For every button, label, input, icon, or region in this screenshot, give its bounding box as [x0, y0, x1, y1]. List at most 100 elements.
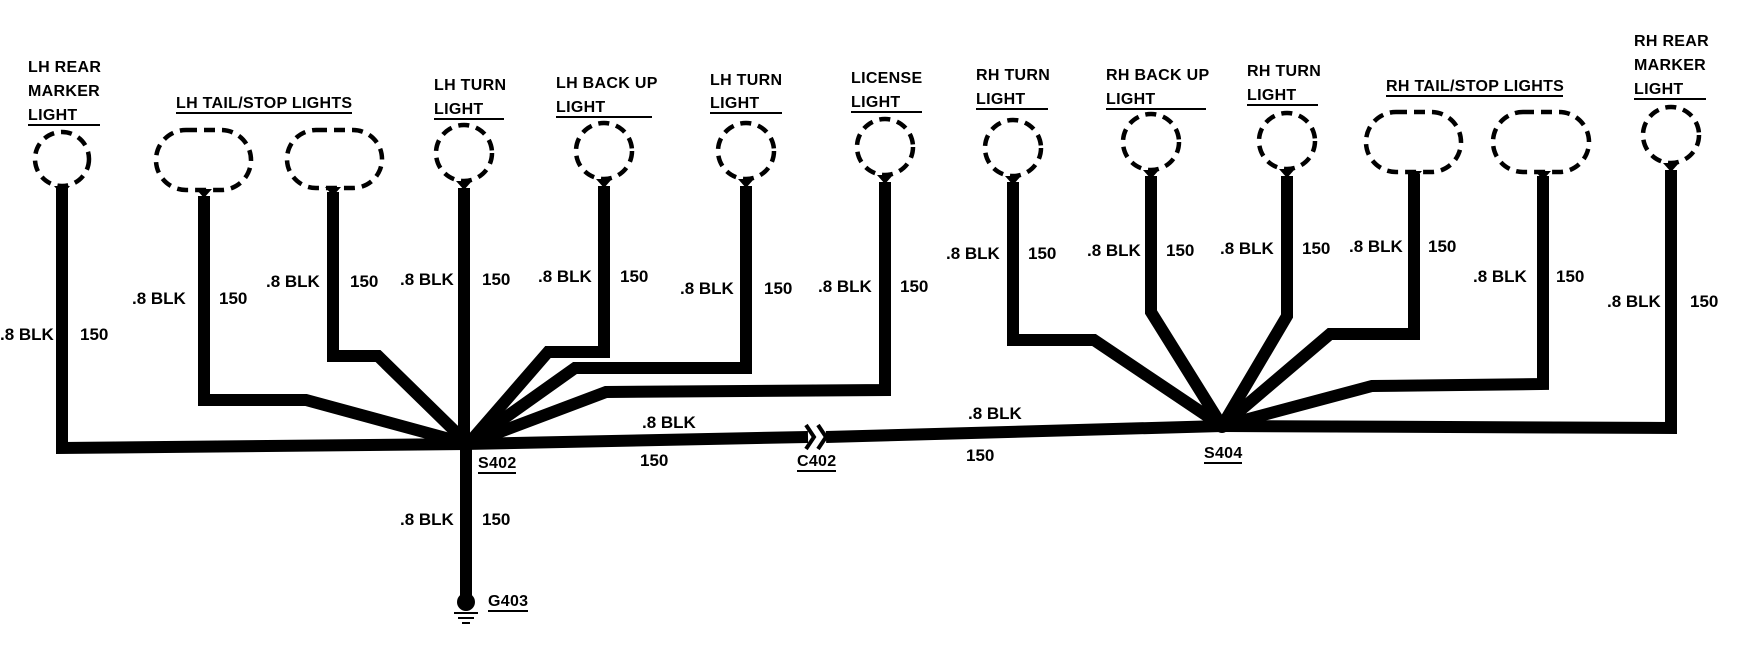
wire-license: [465, 182, 891, 450]
title-lh-turn-2-line1: LH TURN: [710, 72, 782, 89]
wire-lh-backup: [463, 186, 610, 448]
title-lh-turn-2-line2: LIGHT: [710, 95, 760, 112]
gauge-trunk-left: .8 BLK: [642, 413, 697, 432]
lamp-titles: LH REAR MARKER LIGHT LH TAIL/STOP LIGHTS…: [28, 33, 1709, 126]
lamp-rh-tail-stop-2: [1490, 109, 1592, 175]
wire-rh-backup: [1145, 176, 1228, 430]
label-s404: S404: [1204, 445, 1243, 462]
lamp-lh-turn-1: [433, 122, 495, 184]
lamp-terminals: [54, 163, 1679, 198]
label-s402: S402: [478, 455, 517, 472]
wire-lh-rear-marker: [56, 188, 469, 455]
gauge-lh-tail-stop-1: .8 BLK: [132, 289, 187, 308]
gauge-rh-backup: .8 BLK: [1087, 241, 1142, 260]
wire-lh-tail-stop-2: [327, 192, 473, 449]
gauge-lh-turn-1: .8 BLK: [400, 270, 455, 289]
circuit-rh-backup: 150: [1166, 241, 1194, 260]
component-labels: S402 C402 S404 G403: [478, 445, 1243, 612]
gauge-rh-rear-marker: .8 BLK: [1607, 292, 1662, 311]
title-rh-turn-1-line2: LIGHT: [976, 91, 1026, 108]
gauge-lh-backup: .8 BLK: [538, 267, 593, 286]
title-rh-turn-2-line2: LIGHT: [1247, 87, 1297, 104]
right-harness: [1007, 170, 1677, 435]
circuit-lh-backup: 150: [620, 267, 648, 286]
title-license-line2: LIGHT: [851, 94, 901, 111]
circuit-rh-tail-stop-2: 150: [1556, 267, 1584, 286]
splice-s404-dot: [1215, 419, 1229, 433]
circuit-lh-turn-2: 150: [764, 279, 792, 298]
circuit-trunk-left: 150: [640, 451, 668, 470]
title-rh-backup-line1: RH BACK UP: [1106, 67, 1209, 84]
title-license-line1: LICENSE: [851, 70, 922, 87]
trunk-harness: [460, 420, 1223, 600]
terminal-rh-tail-stop-1: [1406, 171, 1422, 180]
lamp-rh-turn-2: [1256, 110, 1318, 172]
wire-labels: .8 BLK 150 .8 BLK 150 .8 BLK 150 .8 BLK …: [0, 237, 1718, 529]
terminal-rh-turn-1: [1005, 176, 1021, 185]
splice-s402-dot: [459, 437, 473, 451]
gauge-lh-turn-2: .8 BLK: [680, 279, 735, 298]
circuit-rh-turn-2: 150: [1302, 239, 1330, 258]
connector-c402-symbol: [804, 423, 829, 451]
label-c402: C402: [797, 453, 836, 470]
title-lh-turn-1-line2: LIGHT: [434, 101, 484, 118]
gauge-rh-tail-stop-1: .8 BLK: [1349, 237, 1404, 256]
title-lh-backup-line1: LH BACK UP: [556, 75, 658, 92]
gauge-rh-tail-stop-2: .8 BLK: [1473, 267, 1528, 286]
ground-g403-symbol: [454, 593, 478, 624]
lamp-lh-rear-marker: [32, 129, 92, 189]
gauge-lh-tail-stop-2: .8 BLK: [266, 272, 321, 291]
wire-rh-tail-stop-1: [1218, 174, 1420, 431]
terminal-lh-turn-2: [738, 179, 754, 188]
title-rh-tail-stop: RH TAIL/STOP LIGHTS: [1386, 78, 1564, 95]
circuit-trunk-right: 150: [966, 446, 994, 465]
circuit-license: 150: [900, 277, 928, 296]
lamp-lh-backup: [573, 120, 635, 182]
left-harness: [56, 182, 891, 455]
wire-rh-turn-2: [1216, 176, 1293, 430]
wire-c402-s404: [825, 420, 1223, 443]
lamp-rh-tail-stop-1: [1363, 109, 1464, 175]
lamp-lh-tail-stop-2: [284, 127, 385, 191]
circuit-lh-turn-1: 150: [482, 270, 510, 289]
circuit-lh-tail-stop-1: 150: [219, 289, 247, 308]
terminal-lh-rear-marker: [54, 186, 70, 195]
terminal-lh-tail-stop-1: [196, 189, 212, 198]
terminal-rh-tail-stop-2: [1535, 171, 1551, 180]
terminal-rh-turn-2: [1279, 169, 1295, 178]
title-lh-tail-stop: LH TAIL/STOP LIGHTS: [176, 95, 352, 112]
terminal-lh-tail-stop-2: [325, 187, 341, 196]
gauge-rh-turn-2: .8 BLK: [1220, 239, 1275, 258]
lamp-rh-turn-1: [982, 117, 1044, 179]
wire-lh-tail-stop-1: [198, 196, 470, 450]
lamp-rh-rear-marker: [1640, 104, 1702, 166]
title-rh-turn-2-line1: RH TURN: [1247, 63, 1321, 80]
circuit-rh-tail-stop-1: 150: [1428, 237, 1456, 256]
gauge-trunk-right: .8 BLK: [968, 404, 1023, 423]
wire-rh-rear-marker: [1221, 170, 1677, 435]
circuit-rh-turn-1: 150: [1028, 244, 1056, 263]
title-rh-turn-1-line1: RH TURN: [976, 67, 1050, 84]
circuit-rh-rear-marker: 150: [1690, 292, 1718, 311]
wire-s402-c402: [463, 431, 809, 450]
circuit-lh-rear-marker: 150: [80, 325, 108, 344]
terminal-rh-backup: [1143, 170, 1159, 179]
title-rh-rear-marker-line2: MARKER: [1634, 57, 1706, 74]
wire-rh-turn-1: [1007, 182, 1226, 431]
gauge-lh-rear-marker: .8 BLK: [0, 325, 55, 344]
wire-rh-tail-stop-2: [1220, 176, 1549, 432]
terminal-lh-turn-1: [456, 181, 472, 190]
title-lh-rear-marker-line1: LH REAR: [28, 59, 101, 76]
terminal-rh-rear-marker: [1663, 163, 1679, 172]
label-g403: G403: [488, 593, 528, 610]
gauge-ground-lead: .8 BLK: [400, 510, 455, 529]
gauge-rh-turn-1: .8 BLK: [946, 244, 1001, 263]
terminal-lh-backup: [596, 179, 612, 188]
title-lh-rear-marker-line2: MARKER: [28, 83, 100, 100]
title-rh-rear-marker-line1: RH REAR: [1634, 33, 1709, 50]
wire-lh-turn-2: [464, 186, 752, 449]
lamps: [32, 104, 1702, 193]
circuit-lh-tail-stop-2: 150: [350, 272, 378, 291]
lamp-license: [854, 116, 916, 178]
title-lh-rear-marker-line3: LIGHT: [28, 107, 78, 124]
